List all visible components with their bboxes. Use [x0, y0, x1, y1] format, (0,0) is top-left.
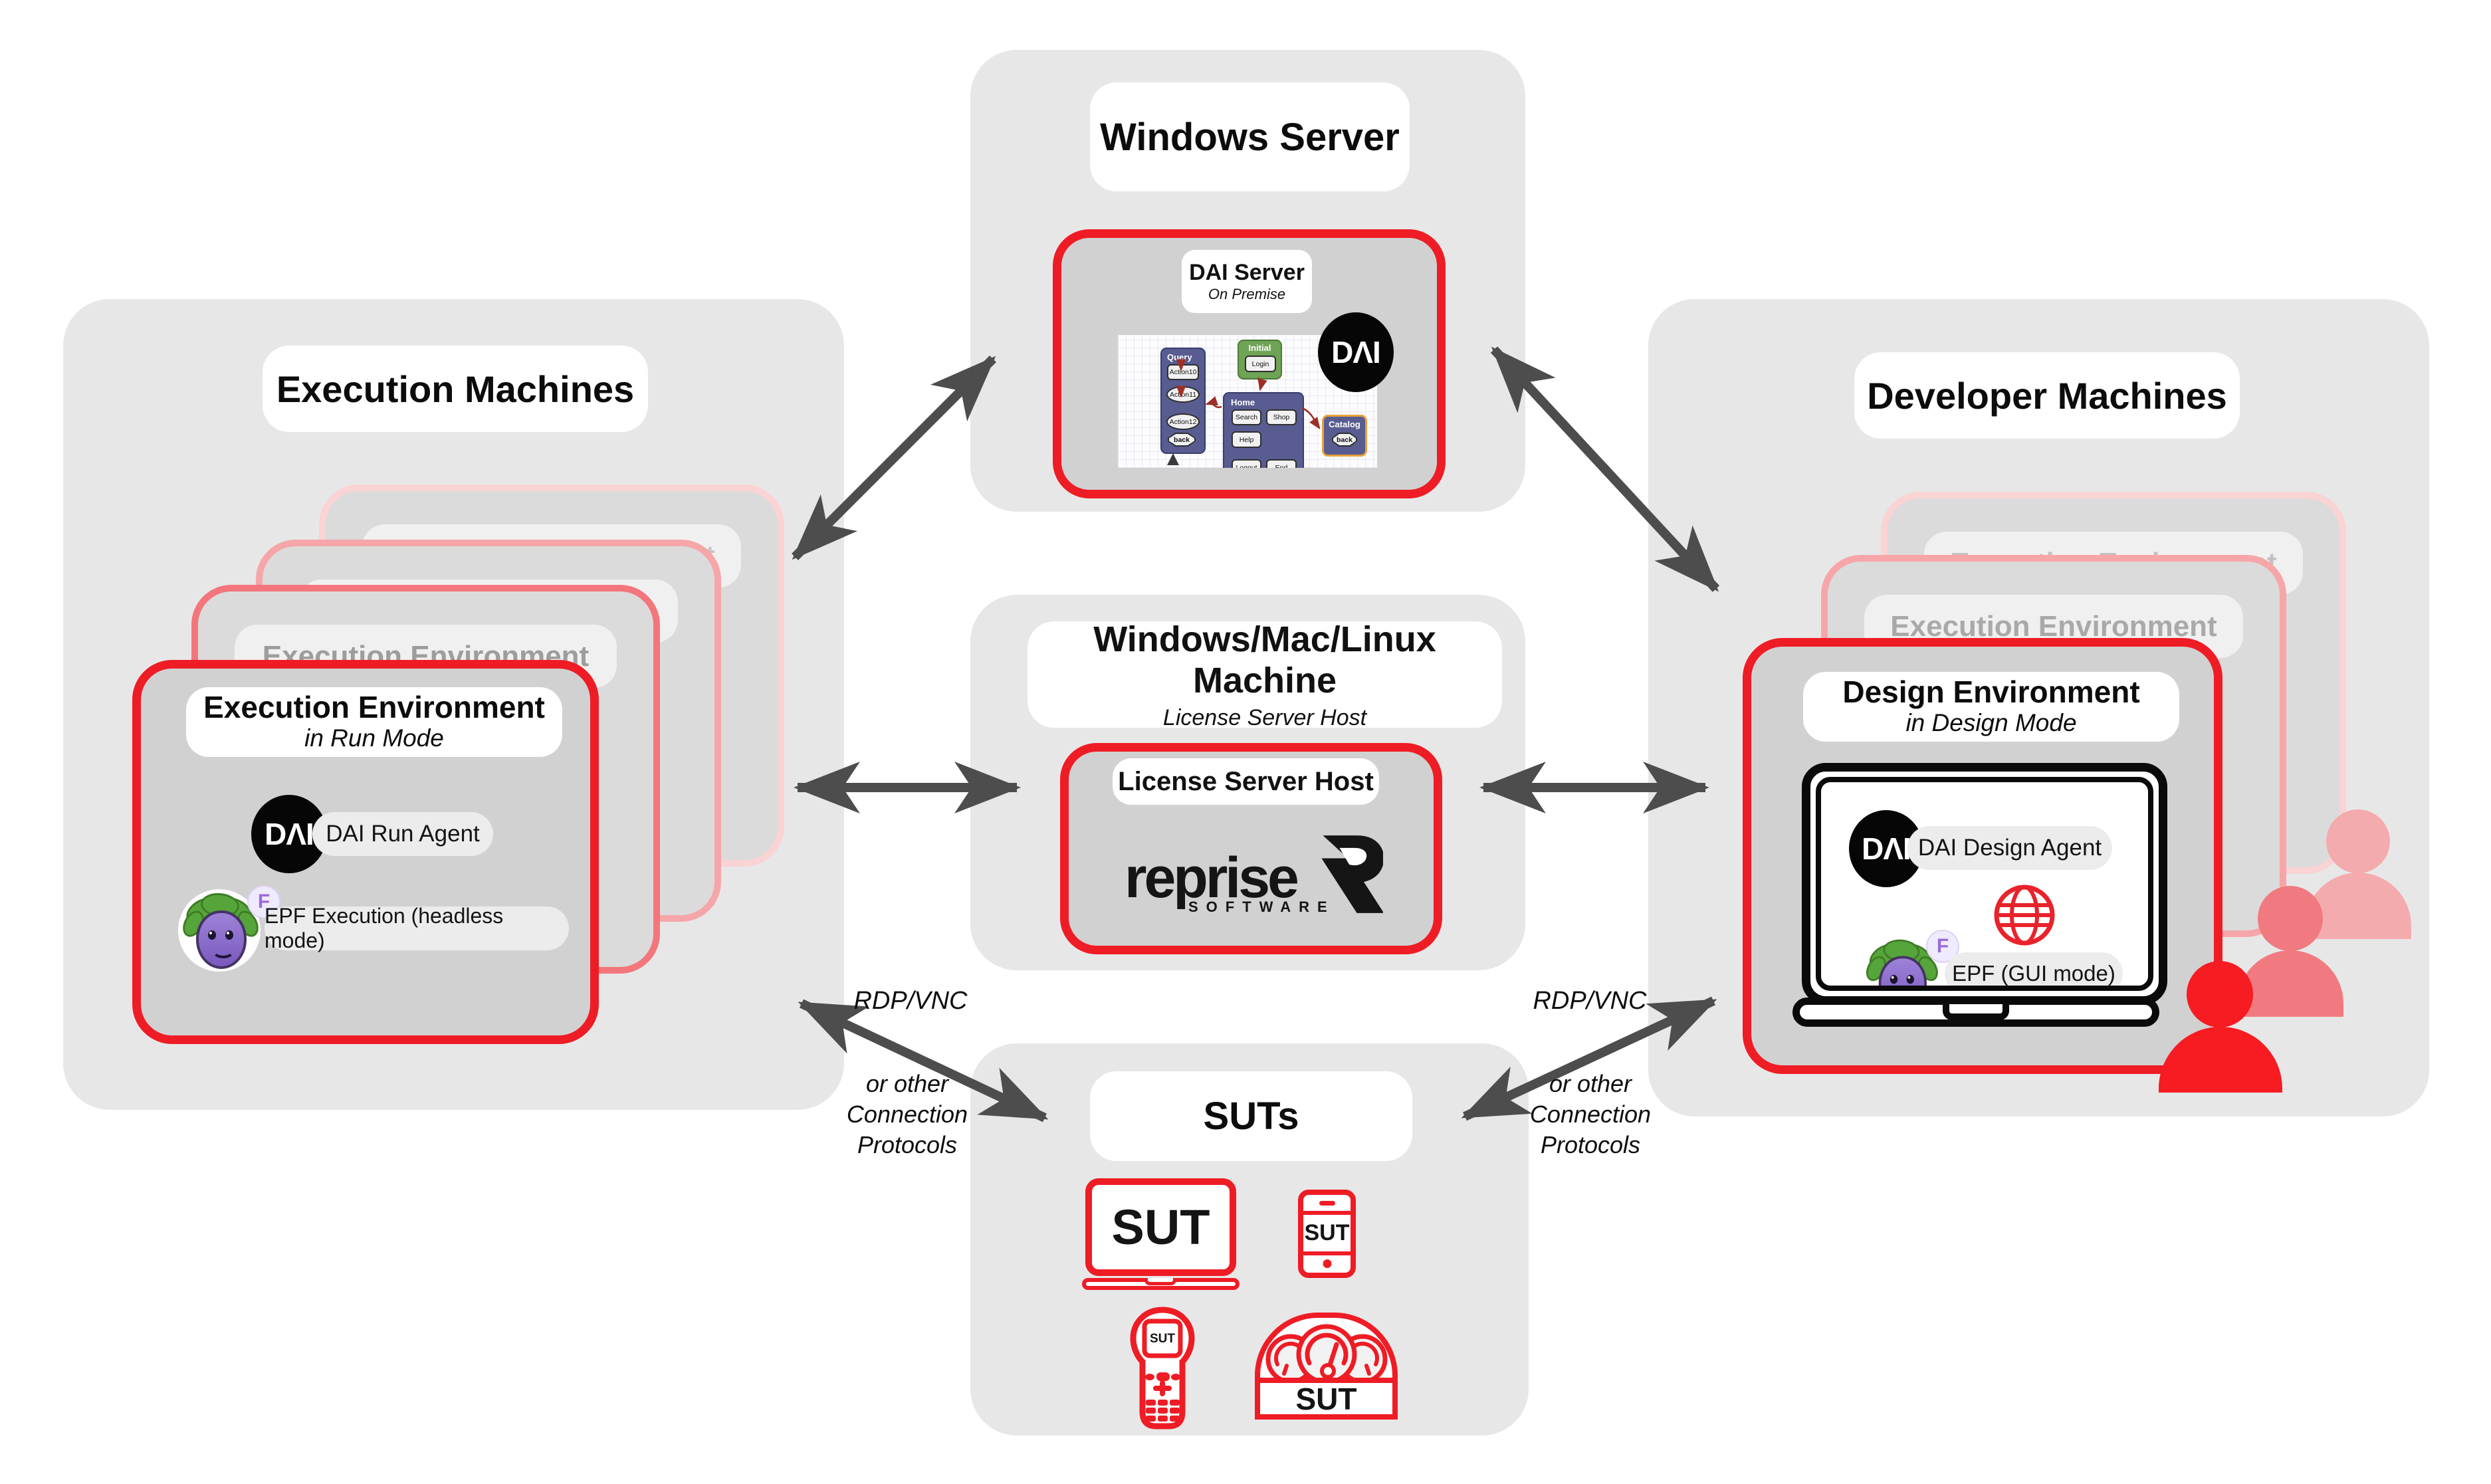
left-protocol-alt-label: or other Connection Protocols: [846, 1070, 968, 1159]
reprise-software-text: SOFTWARE: [1188, 899, 1335, 915]
flowchart-cursor-triangle: [1167, 453, 1179, 465]
license-machine-title: Windows/Mac/Linux Machine License Server…: [1028, 619, 1502, 730]
flow-login: Login: [1245, 356, 1276, 372]
design-laptop: DΛI DAI Design Agent: [1802, 763, 2167, 1005]
execution-machines-title: Execution Machines: [263, 346, 648, 432]
execution-machines-title-label: Execution Machines: [276, 368, 635, 410]
epf-execution-pill: EPF Execution (headless mode): [265, 904, 569, 952]
design-mode-subtitle-text: in Design Mode: [1905, 709, 2077, 737]
design-laptop-screen: DΛI DAI Design Agent: [1816, 777, 2153, 991]
run-mode-title-text: Execution Environment: [203, 690, 545, 725]
flow-home-box: Home Search Shop Help Logout Cleanup End…: [1223, 392, 1304, 468]
dai-logo-icon: DΛI: [1318, 312, 1394, 392]
design-mode-title-text: Design Environment: [1842, 675, 2140, 710]
design-laptop-notch: [1943, 1004, 2009, 1020]
reprise-r-mark: [1321, 835, 1383, 913]
sut-laptop-notch: [1144, 1278, 1176, 1285]
license-machine-subtitle-text: License Server Host: [1162, 704, 1367, 730]
windows-server-title: Windows Server: [1090, 82, 1410, 191]
sut-laptop-icon: SUT: [1085, 1178, 1236, 1276]
flow-query-back: back: [1168, 433, 1196, 447]
right-protocol-alt-label: or other Connection Protocols: [1529, 1070, 1652, 1159]
epf-f-badge: F: [1926, 930, 1959, 963]
license-server-host-pill: License Server Host: [1113, 758, 1379, 805]
epf-mascot-icon: [1862, 936, 1942, 986]
flow-initial-box: Initial Login: [1238, 340, 1282, 379]
user-back-head: [2326, 809, 2390, 873]
flow-shop: Shop: [1266, 409, 1297, 425]
sut-dashboard-label: SUT: [1255, 1378, 1398, 1420]
developer-machines-title-label: Developer Machines: [1867, 374, 2227, 417]
dai-server-title-text: DAI Server: [1189, 260, 1305, 285]
user-middle-head: [2258, 886, 2323, 951]
suts-title: SUTs: [1090, 1071, 1412, 1161]
flow-logout: Logout: [1232, 459, 1261, 468]
run-mode-subtitle-text: in Run Mode: [304, 724, 444, 752]
run-mode-card-title: Execution Environment in Run Mode: [186, 687, 562, 757]
flow-search: Search: [1232, 409, 1261, 425]
flowchart-connectors: [1176, 359, 1321, 430]
reprise-wordmark: reprise: [1125, 846, 1299, 910]
sut-handheld-icon: SUT: [1130, 1307, 1195, 1430]
developer-machines-title: Developer Machines: [1854, 352, 2240, 439]
dai-run-agent-pill: DAI Run Agent: [312, 812, 493, 856]
right-protocol-label: RDP/VNC: [1533, 987, 1647, 1015]
flow-catalog-back: back: [1332, 433, 1357, 447]
dai-server-subtitle-text: On Premise: [1208, 286, 1286, 302]
sut-dashboard-gauges: [1265, 1324, 1388, 1383]
flow-action12: Action12: [1166, 413, 1200, 430]
flow-help: Help: [1232, 431, 1261, 448]
left-protocol-label: RDP/VNC: [853, 987, 968, 1015]
epf-gui-mode-pill: EPF (GUI mode): [1945, 952, 2123, 986]
user-front-head: [2187, 961, 2253, 1027]
epf-mascot-icon: [178, 889, 263, 972]
flow-catalog-box: Catalog back: [1322, 415, 1367, 457]
dai-design-agent-pill: DAI Design Agent: [1907, 826, 2112, 870]
sut-phone-icon: SUT: [1298, 1190, 1356, 1278]
flow-end: End: [1266, 459, 1297, 468]
license-machine-title-text: Windows/Mac/Linux Machine: [1093, 619, 1436, 700]
globe-icon: [1994, 885, 2055, 946]
design-mode-card-title: Design Environment in Design Mode: [1803, 672, 2179, 742]
design-environment-card: Design Environment in Design Mode DΛI DA…: [1743, 638, 2222, 1074]
execution-environment-run-mode-card: Execution Environment in Run Mode DΛI DA…: [132, 660, 599, 1044]
dai-server-label: DAI Server On Premise: [1182, 250, 1312, 313]
suts-title-label: SUTs: [1203, 1095, 1299, 1138]
svg-text:SUT: SUT: [1150, 1332, 1175, 1346]
windows-server-title-label: Windows Server: [1100, 115, 1400, 159]
